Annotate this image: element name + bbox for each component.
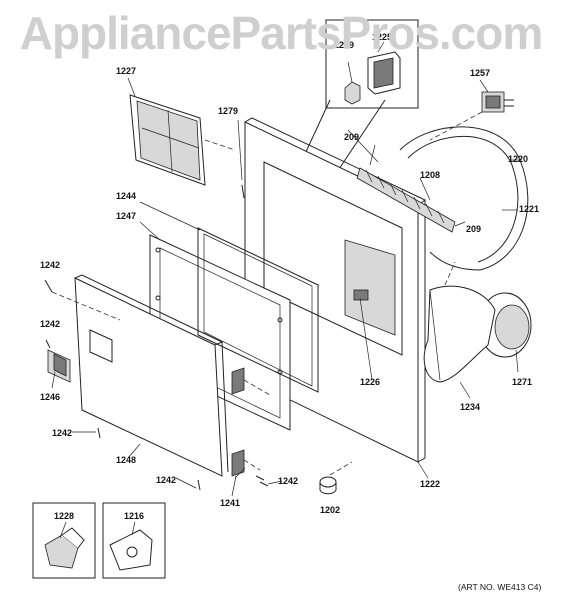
callout-1257: 1257 bbox=[470, 68, 490, 78]
callout-1208: 1208 bbox=[420, 170, 440, 180]
callout-1244: 1244 bbox=[116, 191, 136, 201]
part-1234-blower-housing bbox=[423, 261, 496, 399]
callout-1220: 1220 bbox=[508, 154, 528, 164]
callout-1246: 1246 bbox=[40, 392, 60, 402]
callout-1202: 1202 bbox=[320, 505, 340, 515]
part-1241-hinges bbox=[231, 367, 271, 497]
inset-box-1249-1225 bbox=[264, 19, 419, 251]
leader-lines bbox=[72, 129, 379, 489]
art-number-label: (ART NO. WE413 C4) bbox=[458, 582, 541, 592]
part-1248-outer-door bbox=[74, 274, 229, 477]
callout-1221: 1221 bbox=[519, 204, 539, 214]
callout-209-top: 209 bbox=[344, 132, 359, 142]
callout-209-right: 209 bbox=[466, 224, 481, 234]
callout-1228: 1228 bbox=[54, 511, 74, 521]
inset-box-1216 bbox=[102, 502, 166, 579]
callout-1271: 1271 bbox=[512, 377, 532, 387]
callout-1226: 1226 bbox=[360, 377, 380, 387]
screws-1242 bbox=[44, 119, 269, 491]
callout-1242-upper: 1242 bbox=[40, 260, 60, 270]
part-1220-drum-ring bbox=[399, 126, 529, 271]
callout-1225: 1225 bbox=[372, 32, 392, 42]
part-1202-leveling-leg bbox=[319, 461, 353, 495]
part-1257-door-switch bbox=[429, 79, 514, 141]
callout-labels: 1227 1249 1225 1257 1279 209 1220 1208 1… bbox=[40, 32, 541, 592]
callout-1247: 1247 bbox=[116, 211, 136, 221]
callout-1242-right: 1242 bbox=[278, 476, 298, 486]
callout-1248: 1248 bbox=[116, 455, 136, 465]
callout-1222: 1222 bbox=[420, 479, 440, 489]
inset-box-1228 bbox=[32, 502, 96, 579]
callout-1234: 1234 bbox=[460, 402, 480, 412]
part-1244-door-gasket bbox=[139, 201, 319, 393]
callout-1227: 1227 bbox=[116, 66, 136, 76]
callout-1249: 1249 bbox=[334, 40, 354, 50]
callout-1241: 1241 bbox=[220, 498, 240, 508]
callout-1279: 1279 bbox=[218, 106, 238, 116]
callout-1242-mid: 1242 bbox=[40, 319, 60, 329]
part-1227-lint-filter bbox=[127, 77, 236, 186]
callout-1216: 1216 bbox=[124, 511, 144, 521]
part-1208-heater bbox=[356, 144, 466, 233]
callout-1242-lower: 1242 bbox=[52, 428, 72, 438]
part-1246-door-handle bbox=[47, 349, 71, 389]
callout-1242-bottom: 1242 bbox=[156, 475, 176, 485]
